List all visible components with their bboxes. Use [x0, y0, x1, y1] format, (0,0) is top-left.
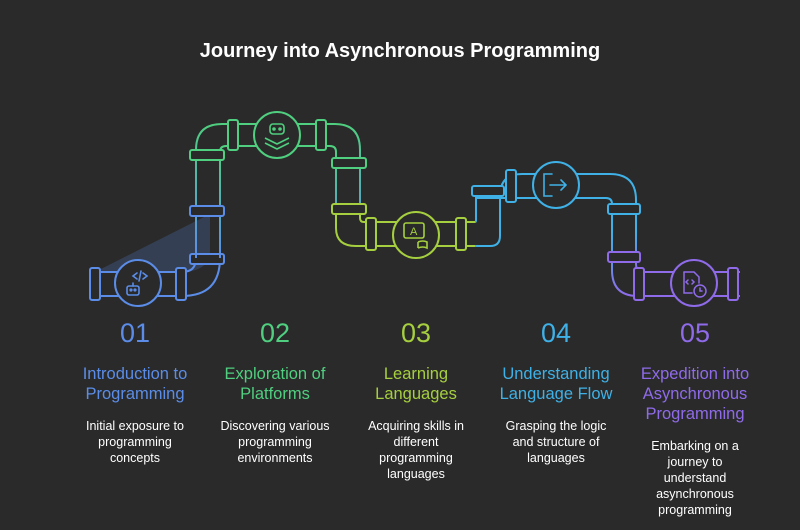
step-description-line: Grasping the logic — [505, 419, 607, 433]
step-heading-line: Platforms — [240, 385, 310, 403]
pipe-segment-4 — [471, 169, 641, 247]
step-description-line: Discovering various — [220, 419, 330, 433]
step-heading-line: Language Flow — [499, 385, 613, 403]
svg-text:A: A — [410, 226, 418, 238]
step-description-line: understand — [663, 471, 727, 485]
step-description: Embarking on a journey to understand asynch… — [620, 438, 770, 518]
node-1 — [114, 259, 162, 307]
pipe-segment-1 — [89, 214, 225, 301]
step-description-line: and structure of — [512, 435, 600, 449]
step-description-line: Initial exposure to — [86, 419, 184, 433]
node-2 — [253, 111, 301, 159]
step-description-line: programming — [379, 451, 453, 465]
step-heading-line: Introduction to — [82, 365, 188, 383]
platform-stack-icon — [264, 123, 290, 150]
step-description: Acquiring skills in different programming l… — [341, 418, 491, 482]
node-4 — [532, 161, 580, 209]
step-description-line: journey to — [667, 455, 723, 469]
pipeline-diagram: A — [89, 111, 740, 307]
step-description-line: Acquiring skills in — [368, 419, 464, 433]
step-number: 02 — [259, 318, 291, 348]
step-number: 03 — [400, 318, 432, 348]
robot-code-icon — [126, 270, 149, 296]
pipe-segment-5 — [607, 232, 740, 301]
step-heading: Exploration of Platforms — [200, 364, 350, 404]
step-description: Grasping the logic and structure of langua… — [481, 418, 631, 466]
step-description-line: Embarking on a — [651, 439, 739, 453]
node-3: A — [392, 211, 440, 259]
step-description-line: concepts — [109, 451, 161, 465]
step-description-line: languages — [387, 467, 445, 481]
step-heading-line: Programming — [645, 405, 745, 423]
pipe-segment-3 — [331, 203, 475, 251]
step-heading-line: Understanding — [502, 365, 610, 383]
step-number: 05 — [679, 318, 711, 348]
step-number: 04 — [540, 318, 572, 348]
node-5 — [670, 259, 718, 307]
step-description-line: programming — [238, 435, 312, 449]
step-heading-line: Asynchronous — [642, 385, 748, 403]
step-description: Initial exposure to programming concepts — [60, 418, 210, 466]
step-description-line: different — [393, 435, 439, 449]
page-title: Journey into Asynchronous Programming — [199, 40, 601, 62]
code-document-clock-icon — [683, 271, 707, 298]
flow-exit-icon — [543, 173, 568, 197]
step-description: Discovering various programming environmen… — [200, 418, 350, 466]
step-description-line: languages — [527, 451, 585, 465]
step-heading-line: Exploration of — [224, 365, 326, 383]
step-heading-line: Expedition into — [640, 365, 750, 383]
language-learning-icon: A — [403, 222, 428, 250]
step-description-line: programming — [98, 435, 172, 449]
pipe-segment-2 — [189, 119, 367, 258]
step-heading-line: Learning — [383, 365, 449, 383]
step-description-line: programming — [658, 503, 732, 517]
step-number: 01 — [119, 318, 151, 348]
step-heading: Introduction to Programming — [60, 364, 210, 404]
step-heading-line: Programming — [85, 385, 185, 403]
step-description-line: asynchronous — [656, 487, 734, 501]
step-heading-line: Languages — [375, 385, 457, 403]
step-description-line: environments — [237, 451, 313, 465]
